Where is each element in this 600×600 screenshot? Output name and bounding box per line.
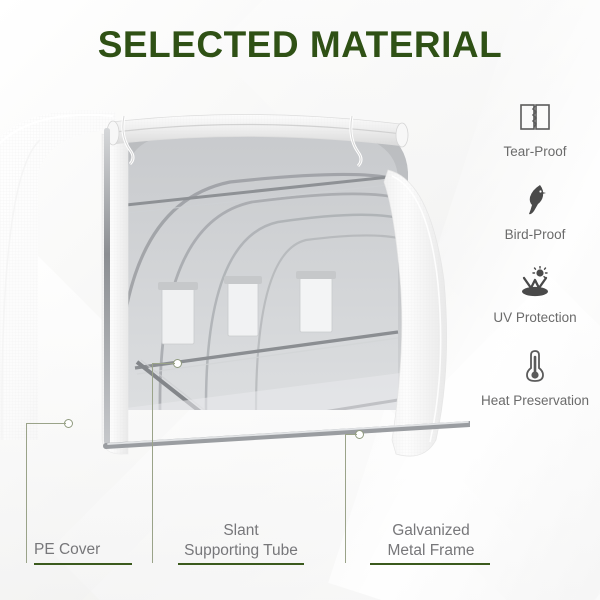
greenhouse-illustration	[0, 110, 470, 460]
callout-label-slant-supporting-tube: Slant Supporting Tube	[184, 522, 298, 560]
feature-item-heat-preservation: Heat Preservation	[476, 345, 594, 410]
callout-stem-galvanized-metal-frame	[345, 434, 346, 563]
callout-leader-slant-supporting-tube	[152, 363, 175, 364]
tear-proof-icon	[476, 96, 594, 138]
feature-label: Tear-Proof	[503, 144, 567, 159]
feature-item-tear-proof: Tear-Proof	[476, 96, 594, 161]
callout-leader-galvanized-metal-frame	[345, 434, 357, 435]
callout-stem-pe-cover	[26, 423, 27, 563]
uv-protection-icon	[476, 262, 594, 304]
callout-underline-pe-cover	[34, 563, 132, 565]
feature-list: Tear-Proof Bird-Proof	[476, 96, 594, 428]
callout-label-galvanized-metal-frame: Galvanized Metal Frame	[387, 522, 475, 560]
callout-stem-slant-supporting-tube	[152, 363, 153, 563]
bird-proof-icon	[476, 179, 594, 221]
callout-label-pe-cover: PE Cover	[34, 541, 101, 558]
feature-item-uv-protection: UV Protection	[476, 262, 594, 327]
callout-underline-galvanized-metal-frame	[370, 563, 490, 565]
callout-leader-pe-cover	[26, 423, 66, 424]
page-title: SELECTED MATERIAL	[97, 24, 503, 65]
feature-label: UV Protection	[493, 309, 577, 325]
feature-label: Heat Preservation	[480, 392, 590, 408]
heat-preservation-icon	[476, 345, 594, 387]
feature-label: Bird-Proof	[504, 226, 566, 242]
callout-underline-slant-supporting-tube	[178, 563, 304, 565]
feature-item-bird-proof: Bird-Proof	[476, 179, 594, 244]
